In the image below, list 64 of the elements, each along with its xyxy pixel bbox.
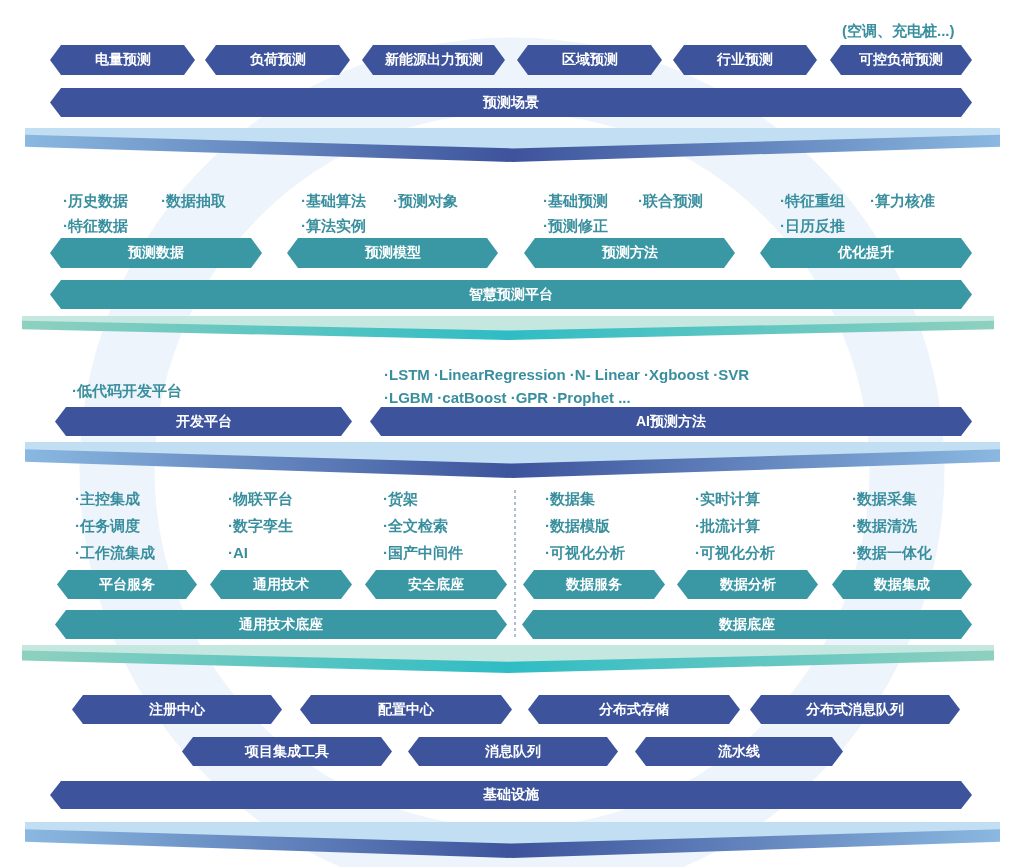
hexagon-tile: 流水线 bbox=[635, 737, 843, 766]
bullet-item: ·LGBM ·catBoost ·GPR ·Prophet ... bbox=[384, 389, 631, 407]
bullet-item: ·全文检索 bbox=[383, 517, 448, 535]
bullet-item: ·算力核准 bbox=[870, 192, 935, 210]
hexagon-tile: 通用技术 bbox=[210, 570, 352, 599]
bullet-item: ·可视化分析 bbox=[695, 544, 775, 562]
hexagon-tile: 消息队列 bbox=[408, 737, 618, 766]
hexagon-tile: 可控负荷预测 bbox=[830, 45, 972, 75]
bullet-item: ·基础预测 bbox=[543, 192, 608, 210]
hexagon-tile: 配置中心 bbox=[300, 695, 512, 724]
bullet-item: ·数据一体化 bbox=[852, 544, 932, 562]
bullet-item: ·物联平台 bbox=[228, 490, 293, 508]
hexagon-tile: 项目集成工具 bbox=[182, 737, 392, 766]
bullet-item: ·国产中间件 bbox=[383, 544, 463, 562]
bullet-item: ·特征数据 bbox=[63, 217, 128, 235]
hexagon-tile: 分布式存储 bbox=[528, 695, 740, 724]
bullet-item: (空调、充电桩...) bbox=[842, 22, 955, 40]
hexagon-tile: 数据分析 bbox=[677, 570, 818, 599]
hexagon-tile: 注册中心 bbox=[72, 695, 282, 724]
bullet-item: ·实时计算 bbox=[695, 490, 760, 508]
hexagon-tile: 安全底座 bbox=[365, 570, 507, 599]
bullet-item: ·预测对象 bbox=[393, 192, 458, 210]
hexagon-tile: 预测数据 bbox=[50, 238, 262, 268]
hexagon-tile: 预测方法 bbox=[524, 238, 735, 268]
bullet-item: ·工作流集成 bbox=[75, 544, 155, 562]
bullet-item: ·历史数据 bbox=[63, 192, 128, 210]
hexagon-tile: 开发平台 bbox=[55, 407, 352, 436]
hexagon-tile: 分布式消息队列 bbox=[750, 695, 960, 724]
hexagon-tile: 区域预测 bbox=[517, 45, 662, 75]
hexagon-tile: 新能源出力预测 bbox=[362, 45, 505, 75]
bullet-item: ·特征重组 bbox=[780, 192, 845, 210]
bullet-item: ·数字孪生 bbox=[228, 517, 293, 535]
bullet-item: ·日历反推 bbox=[780, 217, 845, 235]
hexagon-tile: 电量预测 bbox=[50, 45, 195, 75]
hexagon-tile: 行业预测 bbox=[673, 45, 817, 75]
hexagon-tile: 负荷预测 bbox=[205, 45, 350, 75]
bullet-item: ·联合预测 bbox=[638, 192, 703, 210]
bullet-item: ·数据模版 bbox=[545, 517, 610, 535]
hexagon-tile: 预测场景 bbox=[50, 88, 972, 117]
bullet-item: ·低代码开发平台 bbox=[72, 382, 182, 400]
bullet-item: ·算法实例 bbox=[301, 217, 366, 235]
hexagon-tile: 智慧预测平台 bbox=[50, 280, 972, 309]
bullet-item: ·数据抽取 bbox=[161, 192, 226, 210]
hexagon-tile: 优化提升 bbox=[760, 238, 972, 268]
hexagon-tile: 平台服务 bbox=[57, 570, 197, 599]
hexagon-tile: 基础设施 bbox=[50, 781, 972, 809]
bullet-item: ·数据采集 bbox=[852, 490, 917, 508]
hexagon-tile: 数据集成 bbox=[832, 570, 972, 599]
bullet-item: ·基础算法 bbox=[301, 192, 366, 210]
bullet-item: ·主控集成 bbox=[75, 490, 140, 508]
hexagon-tile: 预测模型 bbox=[287, 238, 498, 268]
bullet-item: ·数据清洗 bbox=[852, 517, 917, 535]
bullet-item: ·AI bbox=[228, 544, 248, 562]
bullet-item: ·批流计算 bbox=[695, 517, 760, 535]
hexagon-tile: 数据底座 bbox=[522, 610, 972, 639]
bullet-item: ·可视化分析 bbox=[545, 544, 625, 562]
hexagon-tile: 通用技术底座 bbox=[55, 610, 507, 639]
bullet-item: ·预测修正 bbox=[543, 217, 608, 235]
bullet-item: ·数据集 bbox=[545, 490, 595, 508]
hexagon-tile: 数据服务 bbox=[523, 570, 665, 599]
hexagon-tile: AI预测方法 bbox=[370, 407, 972, 436]
bullet-item: ·任务调度 bbox=[75, 517, 140, 535]
bullet-item: ·货架 bbox=[383, 490, 418, 508]
bullet-item: ·LSTM ·LinearRegression ·N- Linear ·Xgboost ·SVR bbox=[384, 366, 750, 384]
